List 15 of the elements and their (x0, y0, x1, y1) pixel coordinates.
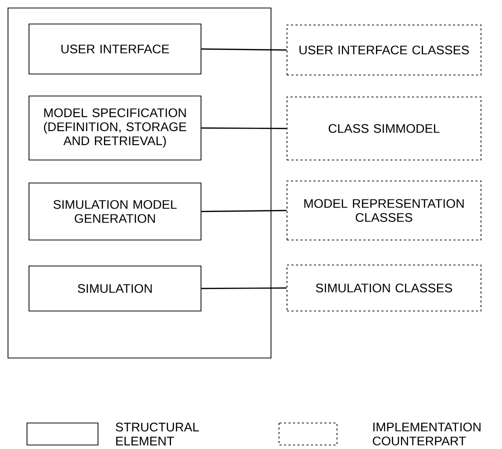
implementation-box: SIMULATION CLASSES (286, 264, 482, 312)
element-box: MODEL SPECIFICATION (DEFINITION, STORAGE AND RETRIEVAL) (28, 96, 202, 160)
connector-line (201, 127, 287, 130)
element-box: SIMULATION (28, 266, 202, 312)
connector-line (201, 48, 287, 51)
element-box: SIMULATION MODEL GENERATION (28, 182, 202, 240)
element-box: USER INTERFACE (28, 24, 202, 74)
connector-line (201, 287, 287, 290)
implementation-box: CLASS SIMMODEL (286, 96, 482, 160)
frame-box (8, 8, 272, 358)
legend-label: STRUCTURAL ELEMENT (116, 422, 199, 446)
connector-line (201, 210, 287, 212)
implementation-box: MODEL REPRESENTATION CLASSES (286, 180, 482, 240)
legend-label: IMPLEMENTATION COUNTERPART (372, 422, 480, 446)
implementation-box: USER INTERFACE CLASSES (286, 24, 482, 76)
